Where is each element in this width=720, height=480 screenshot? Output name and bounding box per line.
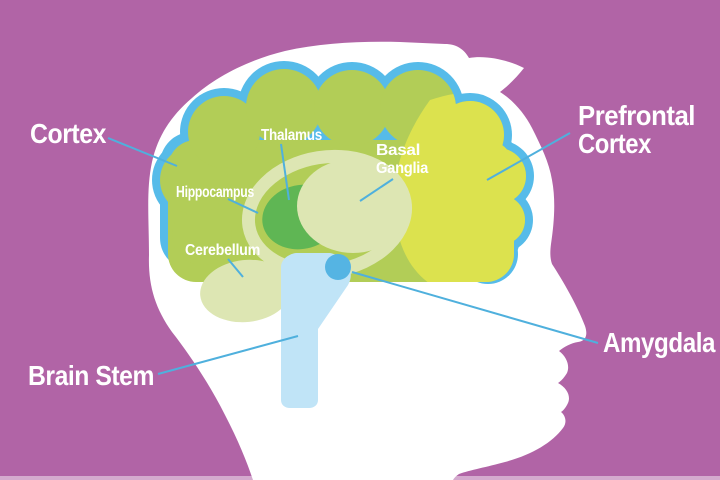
leader-lines — [107, 132, 599, 375]
brain-bump — [314, 70, 390, 146]
hippocampus-label: Hippocampus — [176, 184, 254, 201]
thalamus-leader-line — [280, 143, 290, 201]
cortex-leader-line — [107, 137, 178, 167]
basal-ganglia-label-line2: Ganglia — [376, 160, 429, 177]
brain-bump — [172, 205, 232, 265]
prefrontal-cortex-label-line1: Prefrontal — [578, 100, 695, 131]
bottom-letterbox-strip — [0, 476, 720, 480]
hippocampus-leader-line — [227, 198, 259, 214]
basal-ganglia-leader-line — [359, 178, 394, 202]
amygdala-leader-line — [351, 271, 599, 344]
brain-stem-region — [281, 253, 351, 408]
cerebellum-region — [200, 259, 292, 323]
cerebellum-leader-line — [227, 258, 244, 278]
brain-bump — [246, 69, 322, 145]
basal-ganglia-region — [297, 159, 409, 253]
prefrontal-leader-line — [486, 132, 571, 181]
amygdala-label: Amygdala — [603, 327, 716, 358]
thalamus-label: Thalamus — [261, 127, 322, 144]
basal-ganglia-label-line1: Basal — [376, 142, 420, 159]
brain-bump — [188, 96, 260, 168]
cerebellum-label: Cerebellum — [185, 242, 260, 259]
brain-stem-leader-line — [157, 335, 299, 375]
amygdala-region — [325, 254, 351, 280]
cortex-label: Cortex — [30, 118, 107, 149]
prefrontal-cortex-label-line2: Cortex — [578, 128, 652, 159]
brain-stem-label: Brain Stem — [28, 360, 154, 391]
